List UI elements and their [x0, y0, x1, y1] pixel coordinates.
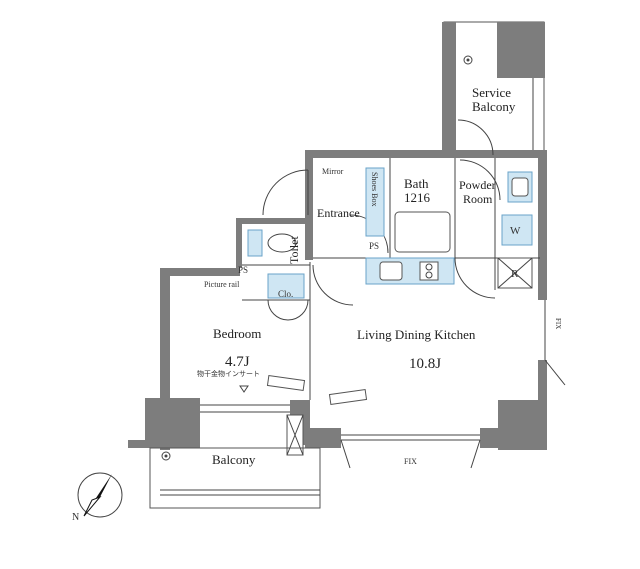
toilet-label: Toilet: [287, 236, 301, 264]
room-labels: Service Balcony Bath 1216 Powder Room En…: [212, 85, 516, 467]
exterior-walls: [128, 150, 547, 450]
powder-room-label: Powder: [459, 178, 496, 192]
mirror-label: Mirror: [322, 167, 344, 176]
side-window-label: FIX: [554, 318, 562, 329]
bath-label: Bath: [404, 176, 429, 191]
fixture-labels: Mirror Shoes Box PS PS Picture rail Clo.…: [197, 167, 562, 466]
door-swings: [262, 119, 566, 469]
kitchen-counter: [365, 257, 455, 285]
entrance-label: Entrance: [317, 206, 360, 220]
hanger-insert-label: 物干金物インサート: [197, 369, 260, 378]
toilet-bowl: [267, 233, 297, 253]
washing-machine: [501, 214, 533, 246]
ps-bedroom-label: PS: [238, 265, 248, 275]
balcony-label: Balcony: [212, 452, 256, 467]
laundry-label: W: [510, 225, 521, 237]
closet: [267, 273, 305, 299]
service-balcony-label-2: Balcony: [472, 99, 516, 114]
closet-label: Clo.: [278, 289, 293, 299]
north-compass: N: [72, 472, 123, 523]
refrigerator-label: R: [511, 268, 519, 280]
bathtub: [394, 211, 451, 253]
ps-entrance-label: PS: [369, 241, 379, 251]
powder-room-label-2: Room: [463, 192, 493, 206]
bath-size-label: 1216: [404, 190, 431, 205]
bedroom-label: Bedroom: [213, 326, 261, 341]
balcony-structure: [149, 447, 321, 509]
service-balcony-structure: [442, 21, 545, 153]
picture-rail-label: Picture rail: [204, 280, 240, 289]
compass-north-label: N: [72, 512, 79, 523]
ldk-size-label: 10.8J: [409, 356, 441, 372]
fixtures: [239, 167, 533, 456]
shoes-box: [365, 167, 385, 237]
service-balcony-label: Service: [472, 85, 511, 100]
bedroom-size-label: 4.7J: [225, 354, 250, 370]
shoes-box-label: Shoes Box: [370, 172, 379, 206]
fix-window-label: FIX: [404, 457, 417, 466]
toilet-tank: [247, 229, 263, 257]
ldk-label: Living Dining Kitchen: [357, 327, 476, 342]
